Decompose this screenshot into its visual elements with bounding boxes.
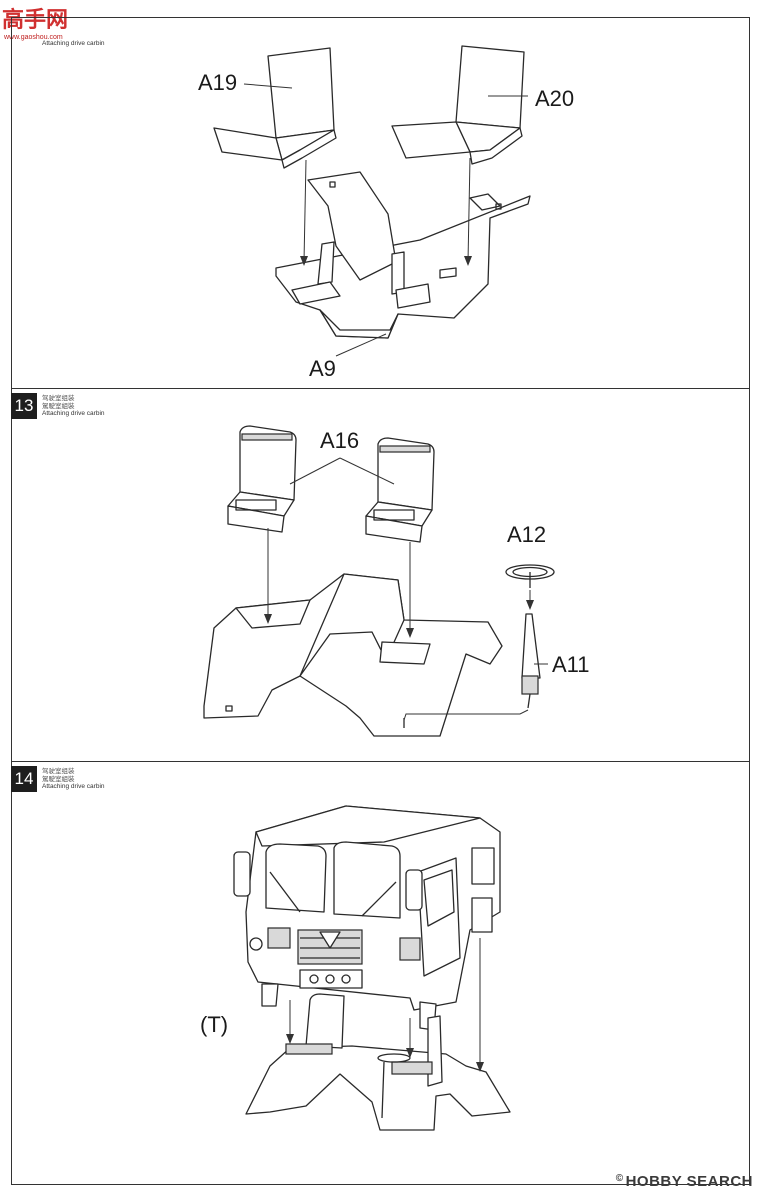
copyright-symbol: © <box>615 1173 624 1184</box>
step-13-caption-cn: 驾驶室组装 <box>42 395 75 402</box>
hobby-search-watermark: ©HOBBY SEARCH <box>616 1173 753 1190</box>
part-label-a16: A16 <box>320 428 360 453</box>
part-label-a20: A20 <box>535 86 575 111</box>
step-14-caption-cn: 驾驶室组装 <box>42 768 75 775</box>
brand-name: HOBBY SEARCH <box>625 1173 753 1190</box>
part-a16-seat-left <box>227 425 297 533</box>
step-13-number-badge: 13 <box>11 393 37 419</box>
part-cab-body <box>233 805 501 1031</box>
step-14-drawing <box>233 805 511 1131</box>
site-watermark-logo: 高手网 www.gaoshou.com <box>2 2 76 46</box>
step-13-caption: 驾驶室组装 駕駛室組裝 Attaching drive carbin <box>42 395 105 418</box>
step-13-caption-cn2: 駕駛室組裝 <box>42 402 75 410</box>
step-12-drawing <box>213 45 531 357</box>
part-a12-steering-wheel <box>505 564 555 588</box>
part-label-t: (T) <box>200 1012 229 1037</box>
step-14-caption-cn2: 駕駛室組裝 <box>42 775 75 783</box>
step-13-drawing <box>203 425 555 737</box>
instruction-frame <box>11 17 750 1185</box>
step-14-number-badge: 14 <box>11 766 37 792</box>
step-14-caption-en: Attaching drive carbin <box>42 783 105 791</box>
part-a9-floor <box>275 171 531 339</box>
part-a11-steering-column <box>521 613 541 709</box>
step-13-caption-en: Attaching drive carbin <box>42 410 105 418</box>
part-a16-seat-right <box>365 437 435 543</box>
part-cab-floor <box>203 573 503 737</box>
part-cab-floor-assembled <box>245 993 511 1131</box>
part-label-a19: A19 <box>198 70 238 95</box>
part-label-a11: A11 <box>552 652 590 677</box>
step-12-caption-en: Attaching drive carbin <box>42 40 105 47</box>
part-label-a12: A12 <box>507 522 547 547</box>
step-divider-1 <box>11 388 750 389</box>
step-14-caption: 驾驶室组装 駕駛室組裝 Attaching drive carbin <box>42 768 105 791</box>
step-12-caption: Attaching drive carbin <box>42 40 105 48</box>
watermark-text: 高手网 <box>2 8 69 33</box>
watermark-url: www.gaoshou.com <box>4 34 63 41</box>
part-a19-seat <box>213 47 337 169</box>
part-a20-seat <box>391 45 525 165</box>
part-label-a9: A9 <box>309 356 336 381</box>
step-divider-2 <box>11 761 750 762</box>
